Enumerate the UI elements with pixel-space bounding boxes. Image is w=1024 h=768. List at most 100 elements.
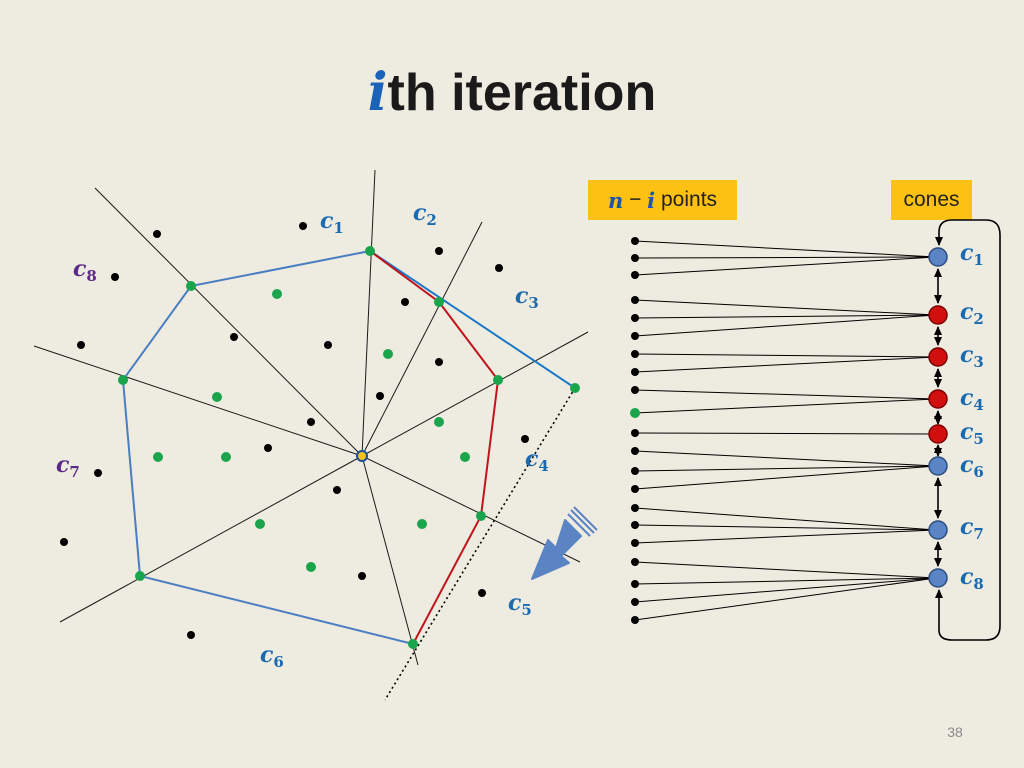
remaining-point [299, 222, 307, 230]
ray-8 [33, 345, 363, 457]
ray-4 [361, 331, 589, 457]
remaining-point [401, 298, 409, 306]
cone-rays [33, 169, 589, 666]
ray-3 [361, 221, 483, 457]
point-node [631, 271, 639, 279]
cone-label-c1: c1 [960, 240, 984, 269]
cone-label-c8: c8 [960, 564, 984, 593]
cone-label-c7: c7 [960, 514, 984, 543]
remaining-point [264, 444, 272, 452]
region-label-c1: c1 [320, 208, 344, 237]
interior-point [434, 417, 444, 427]
point-node [631, 254, 639, 262]
hull-vertex [365, 246, 375, 256]
point-node [631, 429, 639, 437]
remaining-point [60, 538, 68, 546]
point-node [631, 368, 639, 376]
region-label-c4: c4 [525, 446, 549, 475]
point-node [631, 504, 639, 512]
remaining-point [153, 230, 161, 238]
cone-label-c4: c4 [960, 385, 984, 414]
center-point [356, 450, 368, 462]
interior-point [255, 519, 265, 529]
region-label-c8: c8 [73, 256, 97, 285]
interior-point [221, 452, 231, 462]
cone-node-c3 [928, 347, 948, 367]
remaining-points [60, 222, 529, 639]
hull-vertex [408, 639, 418, 649]
point-node [631, 521, 639, 529]
hull-vertex [493, 375, 503, 385]
remaining-point [521, 435, 529, 443]
cone-node-c5 [928, 424, 948, 444]
cone-node-c1 [928, 247, 948, 267]
hull-vertex [434, 297, 444, 307]
point-node [631, 332, 639, 340]
slide-title: ith iteration [0, 62, 1024, 123]
interior-points [153, 289, 470, 572]
point-node [631, 598, 639, 606]
hull-vertex [135, 571, 145, 581]
interior-point [272, 289, 282, 299]
title-text: th iteration [387, 64, 657, 122]
interior-point [306, 562, 316, 572]
direction-arrow-icon [531, 506, 598, 580]
point-node [631, 447, 639, 455]
points-i: i [647, 187, 656, 213]
remaining-point [495, 264, 503, 272]
title-variable: i [367, 62, 388, 123]
cone-node-c2 [928, 305, 948, 325]
blue-hull-edge [369, 250, 576, 389]
cone-label-c6: c6 [960, 452, 984, 481]
hull-vertices [118, 246, 580, 649]
remaining-point [94, 469, 102, 477]
point-node [631, 296, 639, 304]
interior-point [212, 392, 222, 402]
interior-point [460, 452, 470, 462]
region-label-c7: c7 [56, 452, 80, 481]
cone-label-c3: c3 [960, 342, 984, 371]
hull-vertex [118, 375, 128, 385]
cones-text: cones [903, 188, 960, 211]
point-cone-links [634, 240, 937, 621]
point-node [631, 237, 639, 245]
ray-7 [59, 455, 363, 623]
hull-vertex [570, 383, 580, 393]
cone-node-c8 [928, 568, 948, 588]
tangent-line [384, 387, 576, 701]
interior-point [417, 519, 427, 529]
cone-label-c5: c5 [960, 419, 984, 448]
remaining-point [376, 392, 384, 400]
cone-label-c2: c2 [960, 299, 984, 328]
ray-2 [361, 169, 376, 457]
page-number: 38 [947, 724, 963, 740]
points-minus: − [623, 188, 648, 211]
point-node [630, 408, 640, 418]
remaining-point [435, 247, 443, 255]
region-label-c3: c3 [515, 283, 539, 312]
ray-6 [361, 455, 419, 666]
interior-point [383, 349, 393, 359]
point-node [631, 467, 639, 475]
cones-label-box: cones [891, 180, 972, 220]
point-node [631, 485, 639, 493]
remaining-point [77, 341, 85, 349]
point-node [631, 314, 639, 322]
remaining-point [324, 341, 332, 349]
remaining-point [478, 589, 486, 597]
cone-node-c4 [928, 389, 948, 409]
cone-nodes [928, 247, 948, 588]
point-node [631, 350, 639, 358]
ray-5 [361, 455, 581, 563]
point-node [631, 386, 639, 394]
point-node [631, 580, 639, 588]
remaining-point [435, 358, 443, 366]
points-text: points [655, 188, 718, 211]
remaining-point [230, 333, 238, 341]
red-hull [369, 250, 500, 645]
region-label-c6: c6 [260, 642, 284, 671]
point-node [631, 558, 639, 566]
point-node [631, 539, 639, 547]
point-node [631, 616, 639, 624]
